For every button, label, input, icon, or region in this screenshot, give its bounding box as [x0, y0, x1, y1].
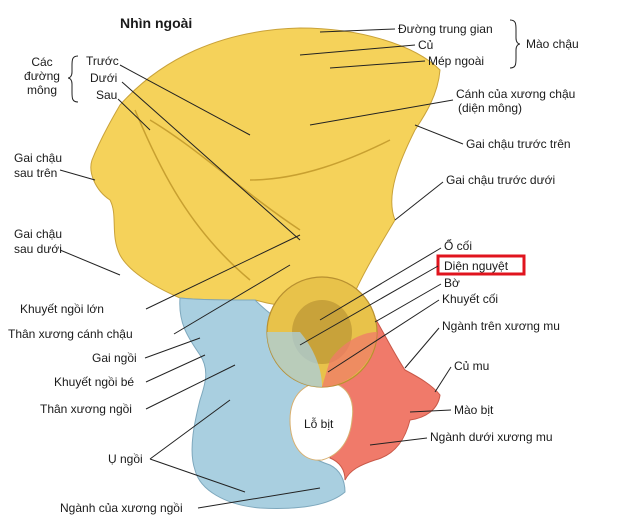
rim-label: Bờ: [444, 276, 460, 290]
inferior-ramus-label: Ngành dưới xương mu: [430, 430, 553, 444]
lunate-highlight-box: [436, 254, 526, 276]
ischial-ramus-label: Ngành của xương ngồi: [60, 501, 183, 515]
acetabular-notch-label: Khuyết cối: [442, 292, 498, 306]
group-right-brace: [509, 19, 521, 69]
ischial-spine-label: Gai ngồi: [92, 351, 137, 365]
gluteal-line-anterior: [149, 119, 301, 231]
psis-label-1: Gai chậu: [14, 151, 62, 165]
figure-title: Nhìn ngoài: [120, 15, 192, 31]
gluteal-line-posterior: [134, 109, 251, 281]
gluteal-posterior-label: Sau: [96, 88, 117, 102]
group-left-line-1: Các: [31, 55, 52, 69]
lesser-sciatic-notch-label: Khuyết ngồi bé: [54, 375, 134, 389]
gluteal-line-inferior: [249, 139, 391, 181]
gluteal-anterior-label: Trước: [86, 54, 119, 68]
piis-label-1: Gai chậu: [14, 227, 62, 241]
pubic-tubercle-label: Củ mu: [454, 359, 489, 373]
superior-ramus-label: Ngành trên xương mu: [442, 319, 560, 333]
group-left-line-3: mông: [27, 83, 57, 97]
intermediate-line-label: Đường trung gian: [398, 22, 493, 36]
obturator-crest-label: Mào bịt: [454, 403, 494, 417]
iliac-crest-label: Mào chậu: [526, 37, 579, 51]
ischium-body-label: Thân xương ngồi: [40, 402, 132, 416]
ischial-tuberosity-label: Ụ ngồi: [108, 452, 143, 466]
psis-label-2: sau trên: [14, 166, 57, 180]
wing-label-1: Cánh của xương chậu: [456, 87, 575, 101]
greater-sciatic-notch-label: Khuyết ngồi lớn: [20, 302, 104, 316]
group-left-line-2: đường: [24, 69, 60, 83]
ilium-body-label: Thân xương cánh chậu: [8, 327, 133, 341]
obturator-foramen-label: Lỗ bịt: [304, 416, 334, 431]
lunate-surface-label: Diện nguyệt: [444, 259, 509, 273]
aiis-label: Gai chậu trước dưới: [446, 173, 555, 187]
wing-label-2: (diện mông): [458, 101, 522, 115]
gluteal-inferior-label: Dưới: [90, 71, 117, 85]
group-left-brace: [67, 55, 79, 103]
outer-lip-label: Mép ngoài: [428, 54, 484, 68]
tubercle-label: Củ: [418, 38, 433, 52]
piis-label-2: sau dưới: [14, 242, 62, 256]
acetabulum-blue-part: [267, 332, 322, 387]
acetabulum-label: Ổ cối: [444, 238, 472, 253]
acetabulum-red-part: [322, 332, 377, 387]
asis-label: Gai chậu trước trên: [466, 137, 571, 151]
ilium-shape: [90, 27, 441, 308]
